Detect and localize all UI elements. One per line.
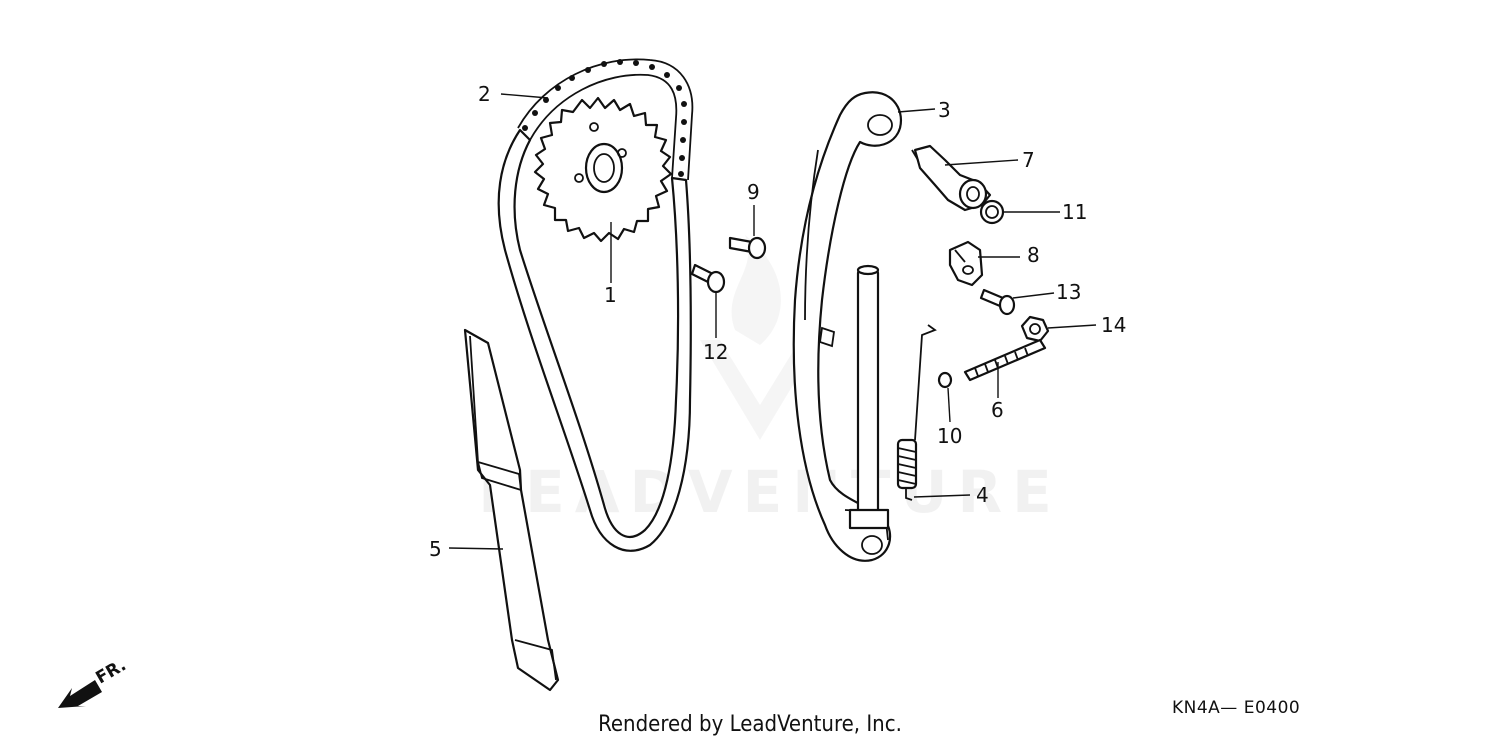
bolt-9	[728, 236, 767, 260]
callout-1: 1	[604, 283, 617, 307]
leader-lines	[448, 93, 1097, 550]
tensioner-lifter	[911, 144, 992, 212]
cam-sprocket	[533, 96, 673, 243]
footer-credit: Rendered by LeadVenture, Inc.	[598, 712, 902, 737]
callout-7: 7	[1022, 148, 1035, 172]
diagram-code: KN4A— E0400	[1172, 698, 1301, 718]
callouts: 1 2 3 4 5 6 7 8 9 10 11 12 13 14	[429, 82, 1126, 561]
bolt-12	[690, 263, 726, 294]
callout-3: 3	[938, 98, 951, 122]
bolt-13	[979, 288, 1016, 316]
watermark: LEADVENTURE	[478, 235, 1062, 526]
callout-11: 11	[1062, 200, 1087, 224]
adjusting-bolt	[963, 338, 1047, 382]
callout-14: 14	[1101, 313, 1126, 337]
stopper-plate	[948, 240, 984, 287]
callout-6: 6	[991, 398, 1004, 422]
watermark-text: LEADVENTURE	[478, 458, 1062, 526]
callout-10: 10	[937, 424, 962, 448]
callout-12: 12	[703, 340, 728, 364]
callout-9: 9	[747, 180, 760, 204]
tensioner-pushrod	[848, 264, 890, 530]
nut-14	[1020, 315, 1050, 343]
arrow-left-icon	[58, 680, 102, 708]
callout-13: 13	[1056, 280, 1081, 304]
o-ring	[979, 199, 1005, 225]
callout-4: 4	[976, 483, 989, 507]
cam-chain	[497, 58, 694, 552]
front-label: FR.	[93, 655, 130, 688]
washer-10	[937, 371, 953, 389]
callout-5: 5	[429, 537, 442, 561]
callout-8: 8	[1027, 243, 1040, 267]
tensioner-spring	[896, 324, 937, 501]
callout-2: 2	[478, 82, 491, 106]
front-indicator: FR.	[58, 655, 130, 708]
cam-chain-guide	[463, 328, 560, 692]
